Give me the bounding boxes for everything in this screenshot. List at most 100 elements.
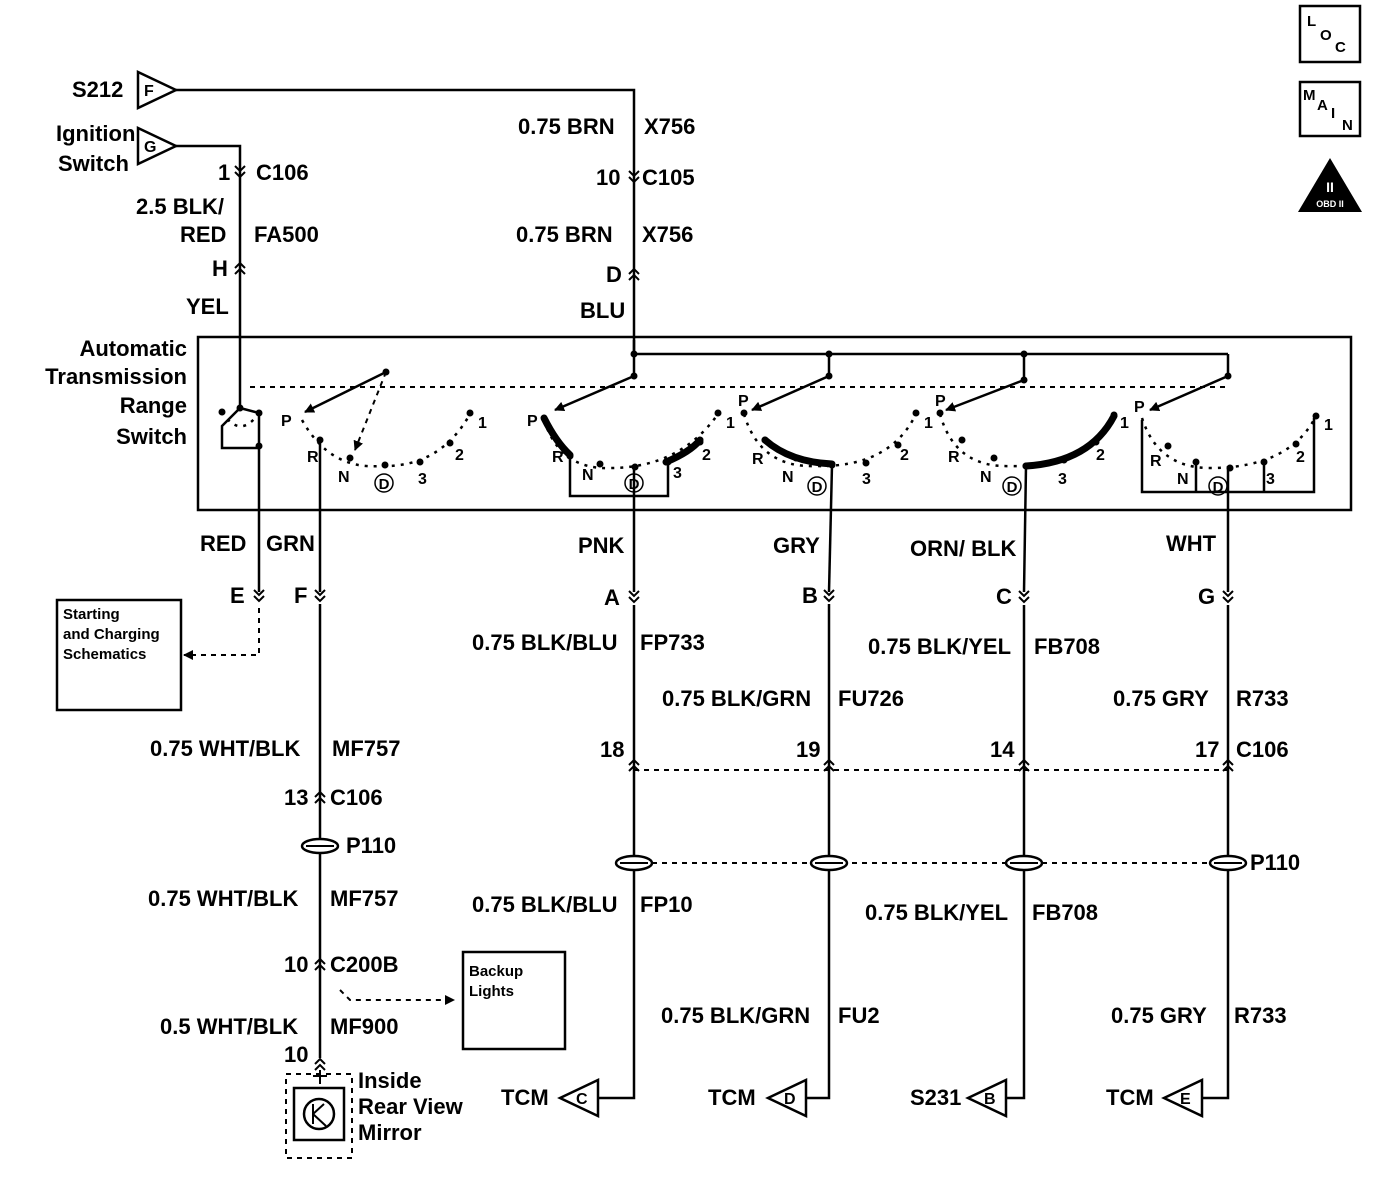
obd-icon-label: OBD II [1316, 199, 1344, 209]
s1-pos-r: R [307, 449, 319, 466]
backup-lights-link[interactable]: Backup Lights [461, 950, 567, 1051]
starting-link [183, 608, 260, 660]
s1-pos-d: D [379, 476, 390, 493]
switch-section-3: P R N D 3 2 1 [738, 374, 933, 593]
ignition-flag-icon [136, 126, 179, 166]
flag-b-icon [965, 1078, 1008, 1118]
s5-pos-3: 3 [1266, 471, 1275, 488]
low-wire-labels: 0.75 BLK/BLU FP10 0.75 BLK/GRN FU2 0.75 … [472, 892, 1287, 1028]
low-g-circuit: R733 [1234, 1003, 1287, 1028]
mid-a-circuit: FP733 [640, 630, 705, 655]
terminal-tcm-d[interactable]: TCM D [708, 1078, 808, 1118]
s2-pos-p: P [527, 413, 538, 430]
mid-b-wire: 0.75 BLK/GRN [662, 686, 811, 711]
low-b-circuit: FU2 [838, 1003, 880, 1028]
backup-line1: Backup [469, 963, 523, 980]
switch-section-1: P R N D 3 2 1 [218, 368, 487, 592]
ignition-line2: Switch [58, 151, 129, 176]
s2-pos-2: 2 [702, 447, 711, 464]
terminal-tcm-d-flag: D [784, 1091, 796, 1108]
s5-pos-n: N [1177, 471, 1189, 488]
c106-conn: C106 [1236, 737, 1289, 762]
mirror-line2: Rear View [358, 1094, 464, 1119]
left-chain-pin10: 10 [284, 952, 308, 977]
flag-c-icon [557, 1078, 600, 1118]
left-feed-wire1b: RED [180, 222, 226, 247]
left-feed-wire1: 2.5 BLK/ [136, 194, 224, 219]
center-wire-a: 0.75 BRN [518, 114, 615, 139]
main-icon-i: I [1331, 105, 1335, 122]
low-g-wire: 0.75 GRY [1111, 1003, 1207, 1028]
s212-flag: F [144, 83, 154, 100]
out-color-pnk: PNK [578, 533, 625, 558]
switch-line4: Switch [116, 424, 187, 449]
center-circuit-a: X756 [644, 114, 695, 139]
terminal-s231-label: S231 [910, 1085, 961, 1110]
switch-section-5: P R N D 3 2 1 [1134, 374, 1333, 592]
s212-flag-icon [136, 70, 179, 110]
center-color: BLU [580, 298, 625, 323]
terminal-tcm-e[interactable]: TCM E [1106, 1078, 1204, 1118]
center-circuit-b: X756 [642, 222, 693, 247]
out-pin-g: G [1198, 584, 1215, 609]
s3-pos-1: 1 [924, 415, 933, 432]
loc-icon-c: C [1335, 39, 1346, 56]
out-pin-b: B [802, 583, 818, 608]
starting-line3: Schematics [63, 646, 146, 663]
low-a-wire: 0.75 BLK/BLU [472, 892, 617, 917]
main-icon-n: N [1342, 117, 1353, 134]
main-icon[interactable]: M A I N [1298, 80, 1362, 138]
wire-c [1006, 605, 1026, 1100]
left-feed-pinH: H [212, 256, 228, 281]
left-p110-splice [300, 837, 340, 855]
terminal-tcm-e-flag: E [1180, 1091, 1191, 1108]
s4-pos-3: 3 [1058, 471, 1067, 488]
left-chain-p110: P110 [346, 833, 396, 858]
s212-wire [176, 88, 636, 352]
backup-line2: Lights [469, 983, 514, 1000]
c106-pin-14: 14 [990, 737, 1015, 762]
s2-pos-r: R [552, 449, 564, 466]
c106-pin-18: 18 [600, 737, 624, 762]
left-chain-conn2: C200B [330, 952, 398, 977]
terminal-tcm-c-flag: C [576, 1091, 588, 1108]
center-feed: 0.75 BRN X756 10 C105 0.75 BRN X756 D BL… [516, 114, 695, 323]
s2-pos-3: 3 [673, 465, 682, 482]
switch-bus [632, 340, 1230, 380]
center-conn: C105 [642, 165, 695, 190]
s3-pos-2: 2 [900, 447, 909, 464]
terminal-s231-b[interactable]: S231 B [910, 1078, 1008, 1118]
rear-view-mirror: Inside Rear View Mirror [285, 1068, 464, 1159]
backup-link [339, 989, 455, 1005]
s1-pos-3: 3 [418, 471, 427, 488]
s3-pos-3: 3 [862, 471, 871, 488]
left-chain-wire1: 0.75 WHT/BLK [150, 736, 300, 761]
out-pin-f: F [294, 583, 307, 608]
out-color-grn: GRN [266, 531, 315, 556]
switch-line1: Automatic [79, 336, 187, 361]
flag-e-icon [1161, 1078, 1204, 1118]
left-feed: 1 C106 2.5 BLK/ RED FA500 H YEL [136, 160, 319, 319]
obd-icon[interactable]: II OBD II [1298, 158, 1362, 212]
mirror-line3: Mirror [358, 1120, 422, 1145]
switch-section-4: P R N D 3 2 1 [935, 378, 1129, 593]
switch-line3: Range [120, 393, 187, 418]
ignition-flag: G [144, 139, 156, 156]
s1-pos-p: P [281, 413, 292, 430]
low-c-wire: 0.75 BLK/YEL [865, 900, 1008, 925]
s4-pos-n: N [980, 469, 992, 486]
mid-a-wire: 0.75 BLK/BLU [472, 630, 617, 655]
ignition-source: Ignition Switch G [56, 121, 179, 176]
terminal-tcm-c[interactable]: TCM C [501, 1078, 600, 1118]
s212-label: S212 [72, 77, 123, 102]
low-c-circuit: FB708 [1032, 900, 1098, 925]
mid-b-circuit: FU726 [838, 686, 904, 711]
s1-pos-n: N [338, 469, 350, 486]
loc-icon[interactable]: L O C [1298, 4, 1362, 64]
s5-pos-1: 1 [1324, 417, 1333, 434]
p110-splice-b [809, 854, 849, 872]
starting-schematics-link[interactable]: Starting and Charging Schematics [55, 598, 183, 712]
center-pin10: 10 [596, 165, 620, 190]
wire-b [806, 604, 831, 1100]
s3-pos-p: P [738, 393, 749, 410]
